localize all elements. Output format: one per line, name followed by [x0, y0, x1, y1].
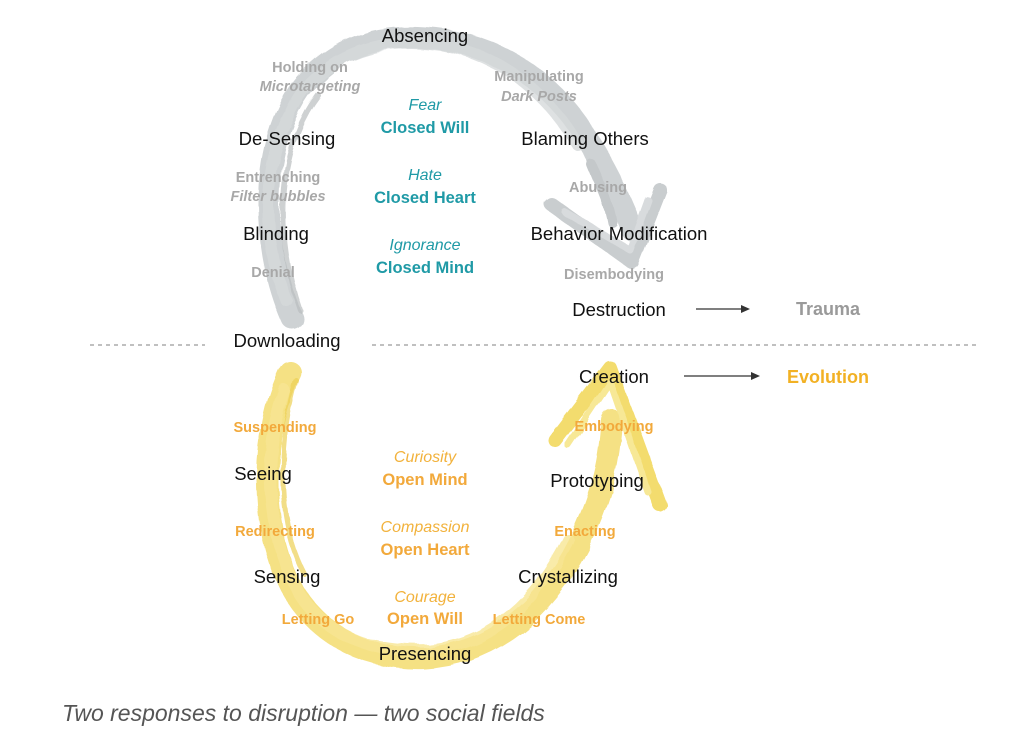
center-open-mind: Open Mind — [382, 471, 468, 489]
action-denial: Denial — [251, 265, 295, 281]
action-suspending: Suspending — [233, 420, 317, 436]
action-filter-bubbles: Filter bubbles — [230, 189, 326, 205]
stage-downloading: Downloading — [233, 330, 341, 351]
stage-crystallizing: Crystallizing — [518, 566, 618, 587]
arrow-to-trauma — [696, 305, 750, 313]
center-closed-heart: Closed Heart — [374, 189, 476, 207]
stage-creation: Creation — [579, 366, 649, 387]
center-courage: Courage — [394, 589, 456, 606]
action-dark-posts: Dark Posts — [501, 89, 577, 105]
action-abusing: Abusing — [569, 180, 627, 196]
stage-destruction: Destruction — [572, 299, 666, 320]
center-compassion: Compassion — [380, 519, 470, 536]
u-process-diagram: Absencing De-Sensing Blinding Downloadin… — [90, 25, 980, 670]
center-curiosity: Curiosity — [393, 449, 457, 466]
action-enacting: Enacting — [554, 524, 616, 540]
center-open-will: Open Will — [387, 610, 463, 628]
stage-blinding: Blinding — [243, 223, 309, 244]
center-ignorance: Ignorance — [389, 237, 461, 254]
action-redirecting: Redirecting — [235, 524, 315, 540]
center-fear: Fear — [408, 97, 442, 114]
outcome-evolution: Evolution — [787, 367, 869, 387]
stage-absencing: Absencing — [381, 25, 469, 46]
diagram-canvas — [90, 26, 980, 670]
stage-blaming-others: Blaming Others — [521, 128, 649, 149]
figure-caption: Two responses to disruption — two social… — [62, 700, 545, 726]
action-letting-come: Letting Come — [492, 612, 586, 628]
stage-behavior-modification: Behavior Modification — [530, 223, 708, 244]
action-disembodying: Disembodying — [564, 267, 664, 283]
action-microtargeting: Microtargeting — [259, 79, 361, 95]
center-closed-will: Closed Will — [380, 119, 470, 137]
stage-de-sensing: De-Sensing — [238, 128, 336, 149]
action-letting-go: Letting Go — [281, 612, 355, 628]
center-hate: Hate — [408, 167, 442, 184]
outcome-trauma: Trauma — [795, 299, 861, 319]
action-holding-on: Holding on — [272, 60, 348, 76]
stage-prototyping: Prototyping — [550, 470, 644, 491]
action-embodying: Embodying — [574, 419, 654, 435]
center-closed-mind: Closed Mind — [375, 259, 475, 277]
arrow-to-evolution — [684, 372, 760, 380]
stage-seeing: Seeing — [234, 463, 292, 484]
stage-sensing: Sensing — [253, 566, 321, 587]
action-manipulating: Manipulating — [494, 69, 584, 85]
center-open-heart: Open Heart — [380, 541, 470, 559]
presencing-stroke — [256, 361, 667, 670]
absencing-stroke — [258, 26, 667, 329]
action-entrenching: Entrenching — [235, 170, 321, 186]
stage-presencing: Presencing — [378, 643, 472, 664]
